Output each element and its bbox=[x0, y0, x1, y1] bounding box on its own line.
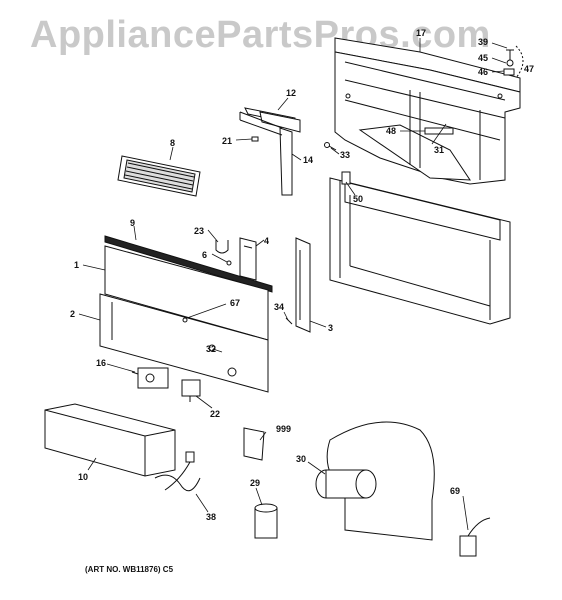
callout-47: 47 bbox=[524, 64, 534, 74]
callout-3: 3 bbox=[328, 323, 333, 333]
hardware-group bbox=[503, 45, 524, 79]
callout-21: 21 bbox=[222, 136, 232, 146]
callout-31: 31 bbox=[434, 145, 444, 155]
blower-motor-part bbox=[315, 421, 435, 541]
watermark-text: AppliancePartsPros.com bbox=[30, 14, 491, 56]
callout-22: 22 bbox=[210, 409, 220, 419]
callout-9: 9 bbox=[130, 218, 135, 228]
wire-harness-part bbox=[154, 451, 201, 492]
callout-4: 4 bbox=[264, 236, 269, 246]
callout-29: 29 bbox=[250, 478, 260, 488]
callout-39: 39 bbox=[478, 37, 488, 47]
thermal-fuse-part bbox=[459, 517, 491, 557]
screw-part-33 bbox=[324, 142, 337, 151]
switch-part bbox=[131, 367, 169, 389]
screw-part-34 bbox=[285, 317, 293, 325]
art-number-caption: (ART NO. WB11876) C5 bbox=[85, 565, 174, 574]
callout-12: 12 bbox=[286, 88, 296, 98]
side-rail-part bbox=[295, 237, 311, 333]
callout-50: 50 bbox=[353, 194, 363, 204]
mounting-bracket-part bbox=[239, 107, 301, 196]
callout-33: 33 bbox=[340, 150, 350, 160]
capacitor-part bbox=[254, 503, 278, 539]
top-housing-part bbox=[334, 37, 521, 185]
callout-45: 45 bbox=[478, 53, 488, 63]
callout-14: 14 bbox=[303, 155, 313, 165]
callout-2: 2 bbox=[70, 309, 75, 319]
callout-38: 38 bbox=[206, 512, 216, 522]
literature-card-part bbox=[243, 427, 265, 461]
front-panel-lower bbox=[99, 293, 269, 393]
callout-46: 46 bbox=[478, 67, 488, 77]
switch-bracket-part bbox=[239, 237, 257, 281]
callout-10: 10 bbox=[78, 472, 88, 482]
callout-labels: 17 39 45 46 47 12 8 21 14 48 31 33 50 9 … bbox=[70, 28, 534, 522]
callout-32: 32 bbox=[206, 344, 216, 354]
screw-part-6 bbox=[226, 260, 232, 266]
leader-lines bbox=[78, 38, 508, 531]
callout-999: 999 bbox=[276, 424, 291, 434]
trim-strip-part bbox=[104, 235, 273, 293]
grille-filter-part bbox=[117, 155, 201, 197]
callout-69: 69 bbox=[450, 486, 460, 496]
clip-part bbox=[215, 240, 229, 254]
callout-67: 67 bbox=[230, 298, 240, 308]
callout-6: 6 bbox=[202, 250, 207, 260]
relay-part bbox=[181, 379, 201, 402]
callout-16: 16 bbox=[96, 358, 106, 368]
callout-17: 17 bbox=[416, 28, 426, 38]
callout-48: 48 bbox=[386, 126, 396, 136]
callout-23: 23 bbox=[194, 226, 204, 236]
junction-box-part bbox=[44, 403, 176, 477]
callout-30: 30 bbox=[296, 454, 306, 464]
lower-enclosure-part bbox=[329, 171, 511, 325]
callout-34: 34 bbox=[274, 302, 284, 312]
callout-1: 1 bbox=[74, 260, 79, 270]
screw-part-21 bbox=[251, 136, 259, 142]
callout-8: 8 bbox=[170, 138, 175, 148]
